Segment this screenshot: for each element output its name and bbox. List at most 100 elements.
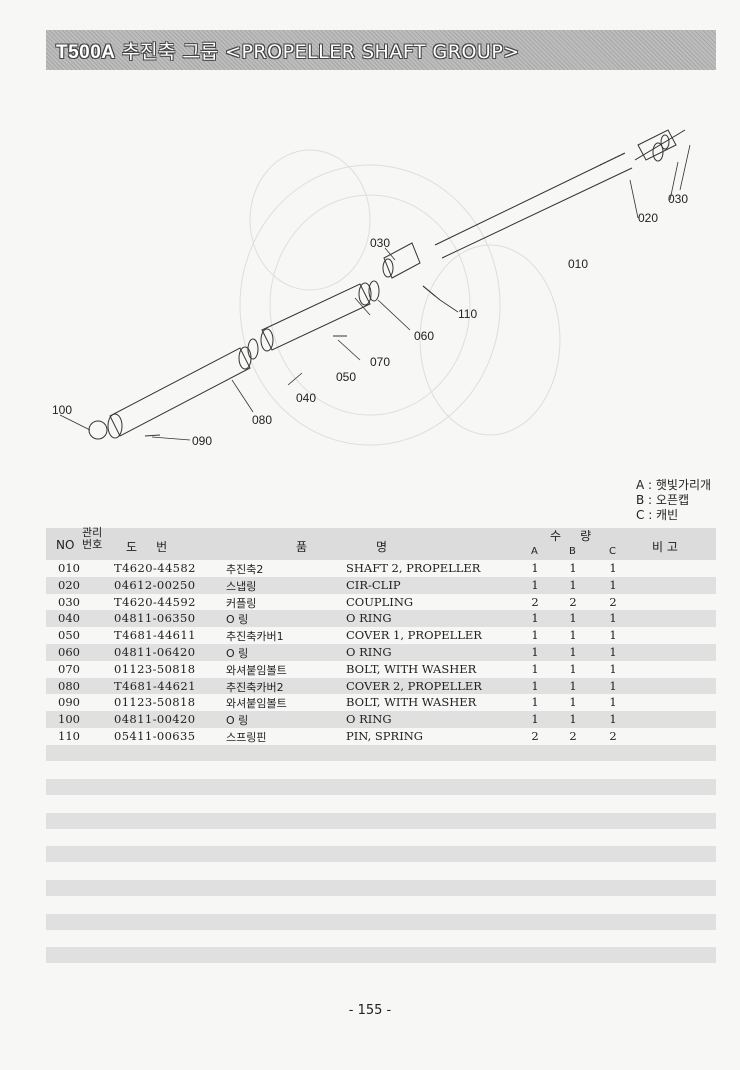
row-no: 030	[58, 594, 80, 609]
row-qty-b: 1	[569, 695, 577, 710]
row-qty-b: 1	[569, 561, 577, 575]
coupling-030-mid-shape	[382, 242, 436, 297]
bolt-090-shape	[144, 434, 161, 437]
row-qty-b: 1	[569, 644, 577, 659]
row-name-kr: 추진축2	[226, 563, 264, 576]
legend-c: C : 캐빈	[636, 508, 679, 522]
row-name-kr: O 링	[226, 613, 249, 627]
row-part-number: T4620-44592	[114, 594, 196, 609]
callout-030-top: 030	[668, 192, 688, 206]
row-part-number: 04811-06420	[114, 644, 196, 659]
row-name-en: O RING	[346, 644, 392, 659]
empty-row-band	[46, 813, 716, 829]
callout-040: 040	[296, 391, 316, 405]
row-qty-c: 1	[609, 561, 617, 575]
callout-050: 050	[336, 370, 356, 384]
legend-a: A : 햇빛가리개	[636, 478, 712, 492]
row-qty-c: 1	[609, 661, 617, 676]
header-mgmt-no: 관리 번호	[82, 526, 103, 551]
row-qty-b: 1	[569, 628, 577, 643]
empty-row-band	[46, 745, 716, 761]
page-header: T500A 추진축 그룹 <PROPELLER SHAFT GROUP>	[46, 30, 716, 70]
row-no: 080	[58, 678, 80, 693]
callout-090: 090	[192, 434, 212, 448]
row-name-en: COUPLING	[346, 594, 414, 609]
table-row: 030 T4620-44592 커플링 COUPLING 2 2 2	[46, 594, 716, 611]
legend-b: B : 오픈캡	[636, 493, 690, 507]
parts-table-header: NO 관리 번호 도 번 품 명 수 량 A B C 비 고	[46, 526, 716, 560]
header-qty-b: B	[569, 546, 576, 557]
row-no: 010	[58, 561, 80, 575]
callout-100: 100	[52, 403, 72, 417]
row-name-en: SHAFT 2, PROPELLER	[346, 561, 481, 575]
cabin-type-legend: A : 햇빛가리개 B : 오픈캡 C : 캐빈	[636, 478, 711, 523]
header-no: NO	[56, 538, 75, 552]
callout-020: 020	[638, 211, 658, 225]
exploded-parts-diagram: 010 020 030 030 040 050 060 070 080 090 …	[52, 129, 691, 448]
row-qty-a: 1	[531, 577, 539, 592]
row-qty-b: 1	[569, 611, 577, 626]
row-name-en: COVER 1, PROPELLER	[346, 628, 482, 643]
row-qty-a: 2	[531, 594, 539, 609]
header-name-right: 명	[376, 540, 388, 554]
oring-100-shape	[88, 420, 108, 440]
row-part-number: T4681-44621	[114, 678, 196, 693]
header-quantity: 수 량	[550, 529, 592, 543]
header-drawing-no: 도 번	[126, 540, 168, 554]
row-part-number: 04811-00420	[114, 712, 196, 727]
row-qty-a: 1	[531, 561, 539, 575]
row-no: 020	[58, 577, 80, 592]
row-qty-b: 1	[569, 678, 577, 693]
row-qty-c: 1	[609, 644, 617, 659]
row-name-kr: 커플링	[226, 596, 257, 610]
row-qty-c: 1	[609, 628, 617, 643]
row-name-kr: 와셔붙임볼트	[226, 697, 287, 711]
empty-row-band	[46, 947, 716, 963]
row-qty-c: 1	[609, 577, 617, 592]
table-row: 010 T4620-44582 추진축2 SHAFT 2, PROPELLER 1 1 1	[46, 560, 716, 577]
row-name-en: O RING	[346, 611, 392, 626]
shaft-010-shape	[434, 129, 686, 259]
row-name-kr: 스냅링	[226, 579, 257, 593]
row-qty-c: 1	[609, 678, 617, 693]
row-qty-b: 2	[569, 594, 577, 609]
row-no: 050	[58, 628, 80, 643]
row-part-number: 01123-50818	[114, 695, 196, 710]
row-name-kr: O 링	[226, 646, 249, 660]
row-name-en: BOLT, WITH WASHER	[346, 695, 477, 710]
row-name-kr: 스프링핀	[226, 730, 267, 744]
row-part-number: T4620-44582	[114, 561, 196, 575]
empty-row-band	[46, 779, 716, 795]
row-qty-c: 2	[609, 728, 617, 743]
row-qty-c: 1	[609, 611, 617, 626]
diagram-callouts: 010 020 030 030 040 050 060 070 080 090 …	[52, 192, 688, 448]
row-qty-a: 1	[531, 611, 539, 626]
row-no: 090	[58, 695, 80, 710]
row-qty-b: 1	[569, 712, 577, 727]
oring-060-shape	[368, 280, 380, 302]
row-qty-b: 1	[569, 577, 577, 592]
row-no: 110	[58, 728, 80, 743]
row-qty-c: 1	[609, 712, 617, 727]
row-name-en: COVER 2, PROPELLER	[346, 678, 482, 693]
row-no: 060	[58, 644, 80, 659]
row-no: 100	[58, 712, 80, 727]
row-qty-c: 2	[609, 594, 617, 609]
row-name-kr: 와셔붙임볼트	[226, 663, 287, 677]
row-qty-a: 1	[531, 695, 539, 710]
header-qty-c: C	[609, 546, 616, 557]
row-no: 040	[58, 611, 80, 626]
group-title: 추진축 그룹 <PROPELLER SHAFT GROUP>	[122, 41, 520, 63]
row-part-number: 01123-50818	[114, 661, 196, 676]
oring-040-shape	[247, 338, 259, 360]
page-number: - 155 -	[348, 1003, 392, 1018]
header-qty-a: A	[531, 546, 538, 557]
callout-080: 080	[252, 413, 272, 427]
callout-110: 110	[458, 307, 477, 321]
row-qty-a: 1	[531, 661, 539, 676]
